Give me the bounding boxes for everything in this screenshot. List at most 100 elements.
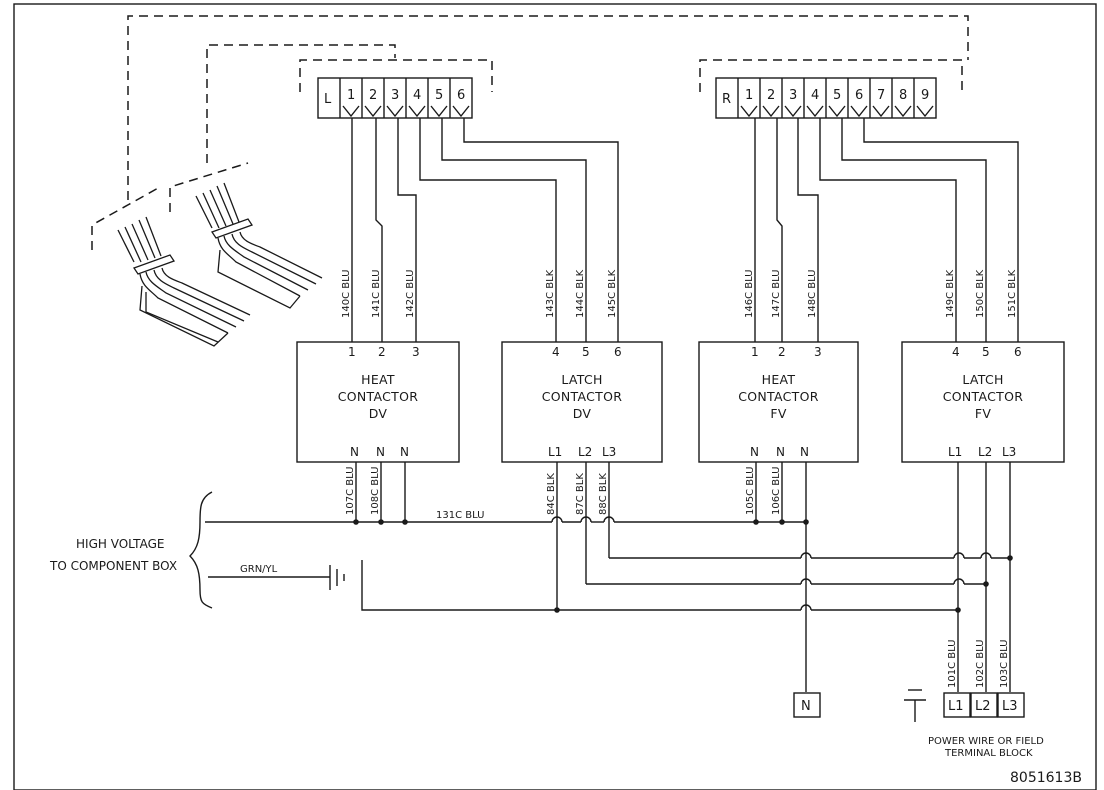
left-terminal-pin-chevron <box>386 105 404 118</box>
contactor-bottom-pin-label: N <box>376 445 385 459</box>
contactor-title-line: DV <box>573 406 592 421</box>
contactor-bottom-pin-label: N <box>750 445 759 459</box>
left-terminal-pin-label: 5 <box>435 88 443 103</box>
contactor-bottom-pin-label: L2 <box>578 445 592 459</box>
field-terminal-box <box>970 692 998 718</box>
contactor-top-pin-label: 4 <box>952 345 960 359</box>
wire-label: 107C BLU <box>345 466 356 515</box>
contactor-bottom-pin-label: L3 <box>1002 445 1016 459</box>
contactor-box <box>501 341 663 463</box>
right-terminal-pin-label: 6 <box>855 88 863 103</box>
neutral-terminal-box <box>793 692 821 718</box>
left-terminal-strip-outline <box>317 77 473 119</box>
contactor-top-pin-label: 1 <box>751 345 759 359</box>
ground-label: GRN/YL <box>240 564 278 575</box>
contactor-title-line: FV <box>975 406 991 421</box>
right-terminal-pin-chevron <box>762 105 780 118</box>
feed-wire-label: 102C BLU <box>975 639 986 688</box>
contactor-top-pin-label: 2 <box>778 345 786 359</box>
contactor-title-line: CONTACTOR <box>943 389 1024 404</box>
contactor-top-pin-label: 3 <box>412 345 420 359</box>
wire-label: 143C BLK <box>545 269 556 318</box>
wire-label: 150C BLK <box>975 269 986 318</box>
left-terminal-prefix-label: L <box>324 92 332 107</box>
contactor-top-pin-label: 1 <box>348 345 356 359</box>
wire-label: 84C BLK <box>546 473 557 515</box>
bus-label: 131C BLU <box>436 510 485 521</box>
wire-label: 149C BLK <box>945 269 956 318</box>
contactor-title-line: LATCH <box>962 372 1003 387</box>
high-voltage-label-line2: TO COMPONENT BOX <box>49 559 177 573</box>
terminal-block-caption-line1: POWER WIRE OR FIELD <box>928 736 1044 747</box>
left-terminal-pin-chevron <box>452 105 470 118</box>
contactor-title-line: LATCH <box>561 372 602 387</box>
wire-label: 108C BLU <box>370 466 381 515</box>
right-terminal-pin-label: 5 <box>833 88 841 103</box>
junction-dots <box>353 519 1013 613</box>
contactor-title-line: HEAT <box>762 372 796 387</box>
contactor-bottom-pin-label: N <box>776 445 785 459</box>
right-terminal-pin-chevron <box>828 105 846 118</box>
terminal-block-caption-line2: TERMINAL BLOCK <box>944 748 1033 759</box>
contactor-bottom-pin-label: L2 <box>978 445 992 459</box>
contactor-title-line: CONTACTOR <box>338 389 419 404</box>
wire-label: 146C BLU <box>744 269 755 318</box>
field-terminal-label: L1 <box>948 699 964 714</box>
contactor-bottom-pin-label: L1 <box>948 445 962 459</box>
right-terminal-pin-chevron <box>872 105 890 118</box>
feed-wire-label: 101C BLU <box>947 639 958 688</box>
left-terminal-pin-label: 3 <box>391 88 399 103</box>
wire-label: 88C BLK <box>598 473 609 515</box>
left-terminal-pin-label: 4 <box>413 88 421 103</box>
right-terminal-pin-chevron <box>894 105 912 118</box>
right-terminal-pin-chevron <box>784 105 802 118</box>
contactor-bottom-pin-label: L1 <box>548 445 562 459</box>
left-terminal-pin-chevron <box>364 105 382 118</box>
right-terminal-pin-chevron <box>806 105 824 118</box>
neutral-terminal-label: N <box>801 699 811 714</box>
contactor-top-pin-label: 5 <box>982 345 990 359</box>
right-terminal-pin-label: 4 <box>811 88 819 103</box>
left-terminal-pin-label: 1 <box>347 88 355 103</box>
wire-label: 145C BLK <box>607 269 618 318</box>
contactor-bottom-pin-label: L3 <box>602 445 616 459</box>
field-terminal-block: L1 L2 L3 <box>943 692 1025 718</box>
contactor-boxes: 1 2 3N N N HEAT CONTACTOR DV 4 5 6L1 L2 L3 LATCH CONTA… <box>296 341 1065 463</box>
contactor-title-line: DV <box>369 406 388 421</box>
contactor-title-line: HEAT <box>361 372 395 387</box>
field-terminal-box <box>997 692 1025 718</box>
contactor-top-pin-label: 5 <box>582 345 590 359</box>
right-terminal-pin-label: 2 <box>767 88 775 103</box>
contactor-bottom-pin-label: N <box>400 445 409 459</box>
left-terminal-pin-label: 6 <box>457 88 465 103</box>
right-terminal-pin-chevron <box>740 105 758 118</box>
contactor-top-pin-label: 3 <box>814 345 822 359</box>
wire-label: 106C BLU <box>771 466 782 515</box>
right-terminal-pin-label: 7 <box>877 88 885 103</box>
wire-label: 148C BLU <box>807 269 818 318</box>
wire-label: 151C BLK <box>1007 269 1018 318</box>
wire-label: 141C BLU <box>371 269 382 318</box>
right-terminal-pin-label: 1 <box>745 88 753 103</box>
field-terminal-label: L3 <box>1002 699 1018 714</box>
wire-label: 142C BLU <box>405 269 416 318</box>
heater-element-1 <box>117 216 251 347</box>
field-terminal-label: L2 <box>975 699 991 714</box>
right-terminal-pin-label: 8 <box>899 88 907 103</box>
drawing-frame <box>13 3 1097 790</box>
right-terminal-pin-label: 9 <box>921 88 929 103</box>
right-terminal-pin-label: 3 <box>789 88 797 103</box>
contactor-title-line: CONTACTOR <box>542 389 623 404</box>
heater-element-2 <box>195 182 323 309</box>
high-voltage-label-line1: HIGH VOLTAGE <box>76 537 164 551</box>
contactor-bottom-pin-label: N <box>800 445 809 459</box>
contactor-top-pin-label: 6 <box>1014 345 1022 359</box>
wire-label: 140C BLU <box>341 269 352 318</box>
wire-label: 87C BLK <box>575 473 586 515</box>
contactor-title-line: FV <box>770 406 786 421</box>
